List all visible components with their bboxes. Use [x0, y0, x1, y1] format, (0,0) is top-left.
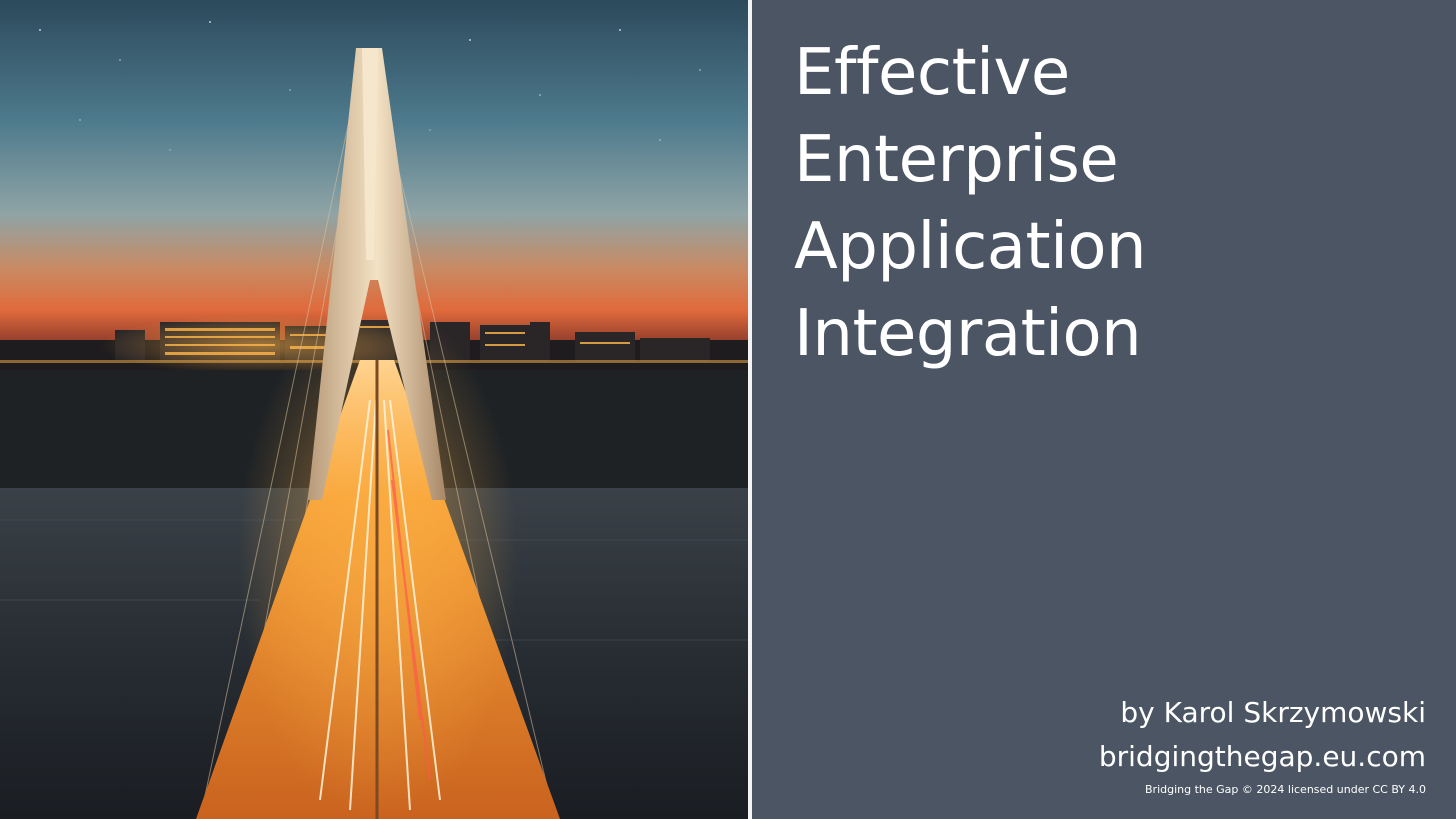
panel-divider: [748, 0, 752, 819]
title-line: Application: [794, 210, 1147, 284]
title-line: Integration: [794, 297, 1142, 371]
website-link[interactable]: bridgingthegap.eu.com: [1098, 740, 1426, 773]
license-notice: Bridging the Gap © 2024 licensed under C…: [1145, 783, 1426, 796]
author-name: by Karol Skrzymowski: [1120, 696, 1426, 729]
credits: by Karol Skrzymowski bridgingthegap.eu.c…: [1099, 691, 1426, 799]
title-panel: Effective Enterprise Application Integra…: [752, 0, 1456, 819]
title-line: Enterprise: [794, 123, 1119, 197]
bridge-illustration: [0, 0, 748, 819]
slide-title: Effective Enterprise Application Integra…: [794, 30, 1147, 378]
bridge-photo: [0, 0, 748, 819]
title-line: Effective: [794, 36, 1070, 110]
